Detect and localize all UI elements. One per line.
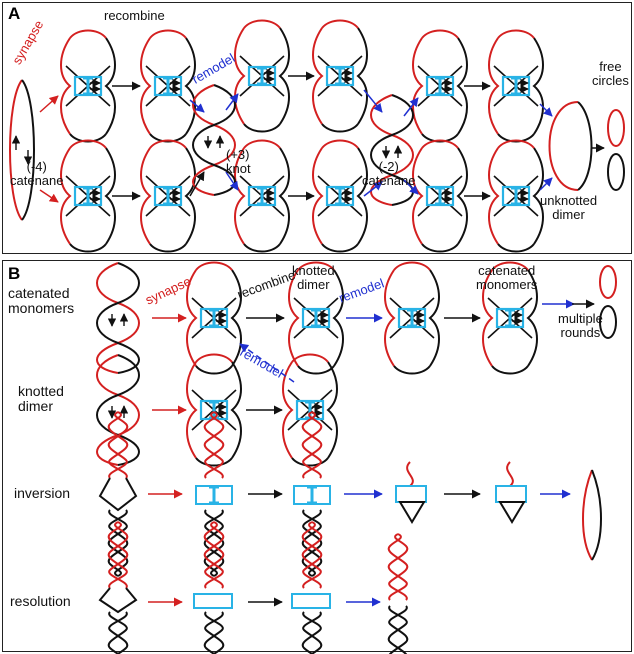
b-row2-start — [97, 355, 139, 465]
b-row3-step3 — [395, 461, 427, 524]
a-free-circle-black — [607, 153, 625, 191]
b-row2-step1 — [187, 355, 241, 466]
b-row3-label: inversion — [14, 485, 71, 501]
a-bottom-step2 — [141, 141, 195, 252]
a-start-molecule — [9, 79, 35, 221]
a-arrows — [39, 71, 605, 203]
b-row1-start — [97, 263, 139, 373]
a-top-step3 — [235, 21, 289, 132]
b-row2-label: knotted dimer — [18, 383, 64, 414]
a-bottom-step1 — [61, 141, 115, 252]
a-catenane4-label: (-4) catenane — [10, 159, 64, 188]
b-row4-start — [98, 521, 138, 654]
b-knotted-dimer-label: knotted dimer — [292, 263, 335, 292]
a-bottom-step6 — [489, 141, 543, 252]
b-row3-step2 — [293, 411, 331, 577]
b-row1-label: catenated monomers — [8, 285, 75, 316]
b-row1-step3 — [385, 263, 439, 374]
a-top-step1 — [61, 31, 115, 142]
b-row4-end — [387, 533, 409, 654]
a-unknotted-dimer-label: unknotted dimer — [540, 193, 598, 222]
b-free-circle-black — [599, 305, 617, 339]
b-row1-step1 — [187, 263, 241, 374]
a-top-step6 — [489, 31, 543, 142]
b-row4-label: resolution — [10, 593, 71, 609]
panel-a-letter: A — [8, 4, 21, 23]
b-row3-step4 — [495, 461, 527, 524]
panel-a — [2, 2, 632, 254]
a-top-step4 — [313, 21, 367, 132]
b-multiple-rounds-label: multiple rounds — [558, 311, 603, 340]
b-catenated-monomers-label: catenated monomers — [476, 263, 538, 292]
a-knot3-label: (+3) knot — [226, 147, 251, 176]
b-free-circle-red — [599, 265, 617, 299]
b-row3-start — [98, 411, 138, 577]
a-free-circles-label: free circles — [592, 59, 629, 88]
a-bottom-step4 — [313, 141, 367, 252]
a-knot-intermediate — [193, 85, 235, 195]
b-row3-step1 — [195, 411, 233, 577]
a-top-step2 — [141, 31, 195, 142]
b-row3-end — [582, 469, 602, 561]
b-arrows — [148, 299, 595, 607]
a-catenane2-label: (-2) catenane — [362, 159, 416, 188]
a-dimer-ring — [548, 101, 593, 191]
a-bottom-step5 — [413, 141, 467, 252]
panel-b-letter: B — [8, 264, 21, 283]
a-recombine-label: recombine — [104, 8, 165, 23]
a-top-step5 — [413, 31, 467, 142]
b-row4-step2 — [291, 521, 331, 654]
a-free-circle-red — [607, 109, 625, 147]
b-row4-step1 — [193, 521, 233, 654]
